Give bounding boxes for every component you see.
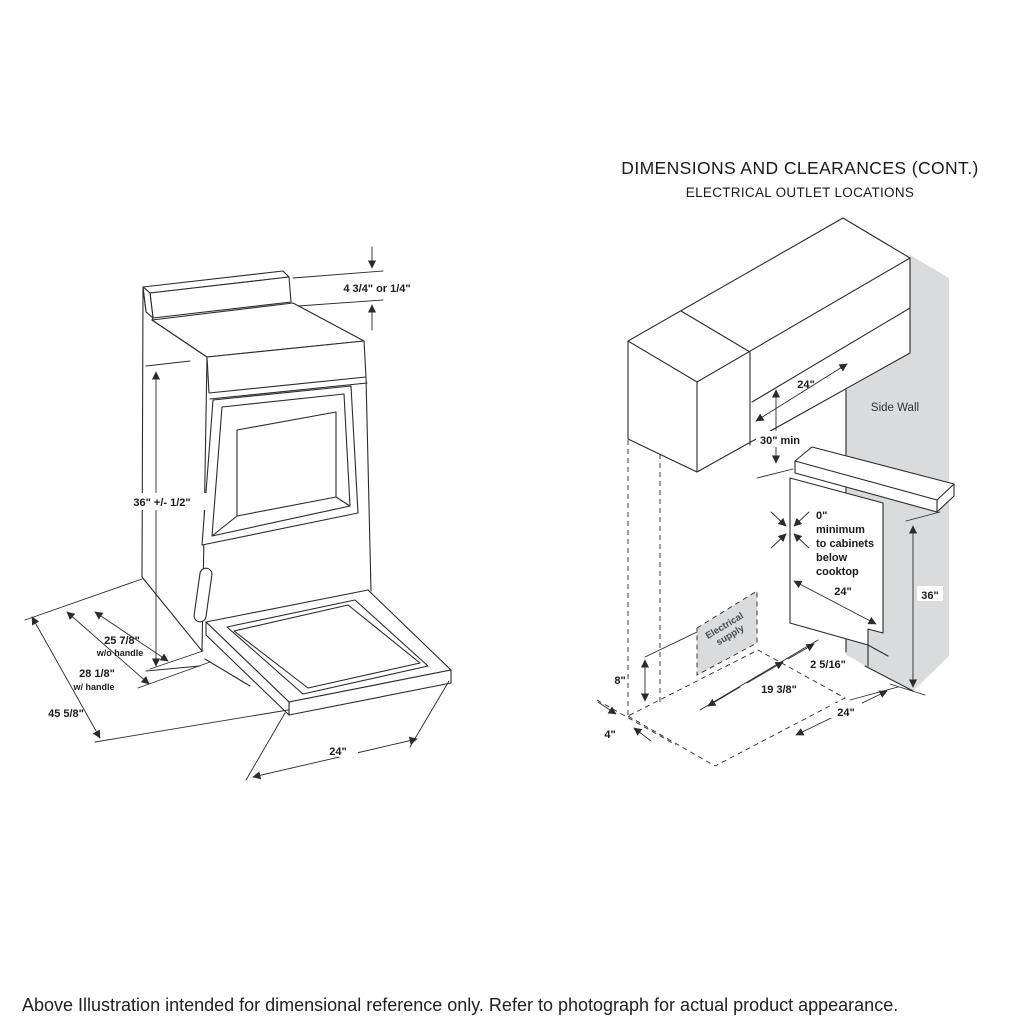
door-handle: [193, 567, 213, 623]
min-vertical-clearance-label: 30" min: [760, 435, 800, 447]
range-dimensions-diagram: 4 3/4" or 1/4" 36" +/- 1/2" 25 7/8" w/o …: [24, 246, 452, 781]
dim-range-depths: 25 7/8" w/o handle 28 1/8" w/ handle 45 …: [24, 578, 289, 743]
zero-clearance-line4: cooktop: [816, 566, 859, 578]
depth-wo-handle-note: w/o handle: [96, 648, 144, 658]
depth-wo-handle-label: 25 7/8": [104, 635, 140, 647]
clearance-outlet-diagram: Side Wall: [596, 217, 955, 767]
backsplash-height-label: 4 3/4" or 1/4": [343, 283, 410, 295]
range-width-label: 24": [329, 746, 346, 758]
cabinet-to-wall-label: 24": [797, 379, 814, 391]
floor-width-label: 24": [837, 707, 854, 719]
dim-counter-height: 36": [889, 511, 943, 696]
page-title: DIMENSIONS AND CLEARANCES (CONT.): [621, 158, 978, 178]
zero-clearance-line1: minimum: [816, 524, 865, 536]
reference-footnote: Above Illustration intended for dimensio…: [22, 995, 898, 1015]
zero-clearance-line3: below: [816, 552, 848, 564]
dim-cabinet-to-wall: 24": [755, 363, 848, 422]
depth-w-handle-label: 28 1/8": [79, 668, 115, 680]
electrical-supply-panel: Electrical supply: [696, 590, 758, 676]
oven-door-open: [193, 567, 452, 716]
oven-cavity: [201, 385, 359, 546]
dim-min-vertical-clearance: 30" min: [756, 389, 804, 479]
dim-floor-width: 24": [795, 686, 899, 736]
outlet-side-offset-label: 2 5/16": [810, 659, 846, 671]
dim-wall-clearance: 4": [597, 701, 652, 742]
depth-w-handle-note: w/ handle: [72, 682, 114, 692]
dim-outlet-offsets: 19 3/8" 2 5/16": [699, 639, 846, 711]
range-height-label: 36" +/- 1/2": [133, 497, 190, 509]
side-wall-label: Side Wall: [871, 402, 919, 414]
dim-counter-depth: 24": [793, 580, 877, 625]
dim-range-width: 24": [245, 680, 450, 781]
wall-clearance-label: 4": [604, 729, 615, 741]
zero-clearance-value: 0": [816, 510, 827, 522]
outlet-height-label: 8": [614, 675, 625, 687]
counter-depth-label: 24": [834, 586, 851, 598]
outlet-rear-offset-label: 19 3/8": [761, 684, 797, 696]
zero-clearance-line2: to cabinets: [816, 538, 874, 550]
page-subtitle: ELECTRICAL OUTLET LOCATIONS: [686, 185, 914, 200]
zero-clearance-marker: 0" minimum to cabinets below cooktop: [770, 510, 874, 578]
counter-height-label: 36": [921, 590, 938, 602]
range-right-edge: [365, 376, 372, 592]
dim-backsplash-height: 4 3/4" or 1/4": [292, 246, 411, 331]
dim-outlet-height: 8": [614, 631, 698, 702]
range-backsplash: [142, 270, 292, 319]
depth-door-open-label: 45 5/8": [48, 708, 84, 720]
